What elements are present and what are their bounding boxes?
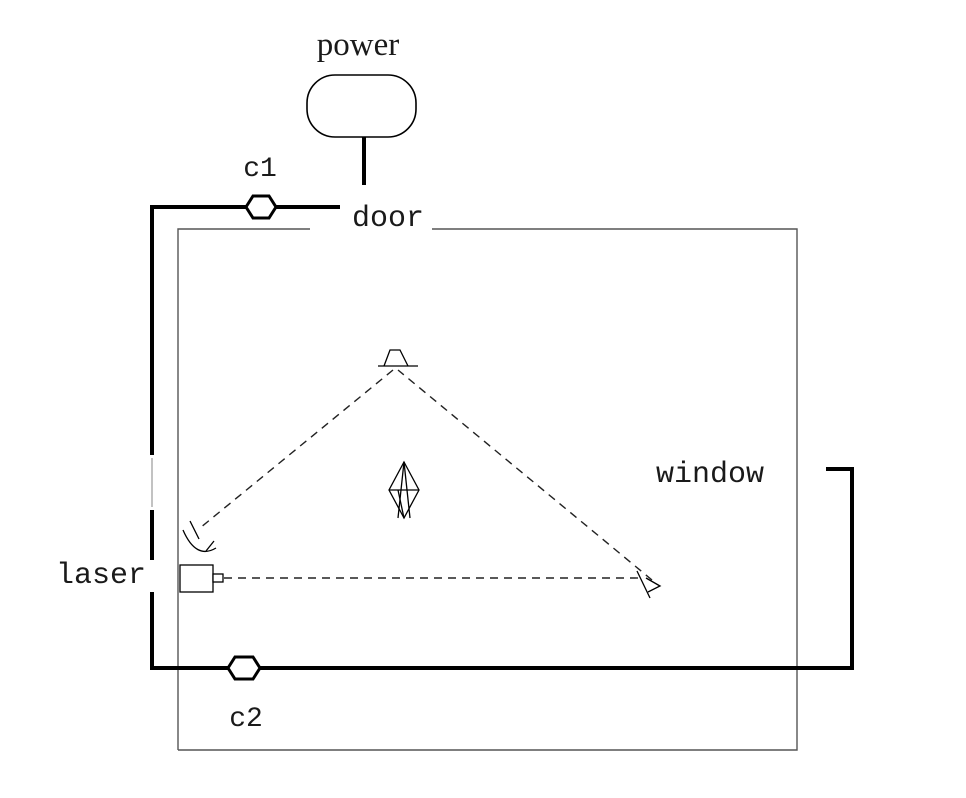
crystal-facet-3 [397, 489, 405, 519]
laser-body [179, 564, 214, 593]
connector-c2-label: c2 [229, 704, 263, 735]
connector-c1-hex [244, 194, 278, 220]
detector-dish [182, 529, 217, 553]
window-label: window [656, 458, 764, 492]
right-mirror-surface [636, 570, 651, 599]
laser-label: laser [56, 559, 146, 593]
connector-c2-hex [226, 655, 262, 681]
right-mirror [636, 570, 662, 599]
crystal-gem [388, 460, 420, 520]
crystal-facet-1 [397, 461, 405, 519]
right-mirror-back [645, 577, 662, 593]
laser-beam-path [199, 369, 653, 581]
detector-arm-1 [189, 520, 200, 540]
room-wall-top-right [178, 228, 798, 751]
door-label: door [352, 202, 424, 236]
beam-top-mirror-to-detector [199, 369, 394, 529]
power-supply: power [306, 27, 417, 185]
light-detector [182, 520, 217, 553]
wire-top-left [150, 205, 340, 455]
beam-right-mirror-to-top-mirror [397, 369, 653, 581]
connector-c1-label: c1 [243, 154, 277, 185]
top-mirror-cap [383, 349, 409, 367]
power-label: power [317, 27, 399, 63]
laser-nozzle [212, 573, 224, 583]
top-mirror [378, 349, 418, 367]
laser-emitter [179, 564, 224, 593]
room-outline [177, 228, 798, 751]
wire-bottom-right [150, 467, 854, 670]
power-box [306, 74, 417, 138]
connector-c1: c1 [243, 154, 278, 220]
detector-arm-2 [205, 540, 215, 552]
crystal-facet-2 [403, 461, 411, 519]
wire-loop [150, 205, 854, 670]
connector-c2: c2 [226, 655, 263, 735]
room-wall-top-left [177, 228, 310, 750]
